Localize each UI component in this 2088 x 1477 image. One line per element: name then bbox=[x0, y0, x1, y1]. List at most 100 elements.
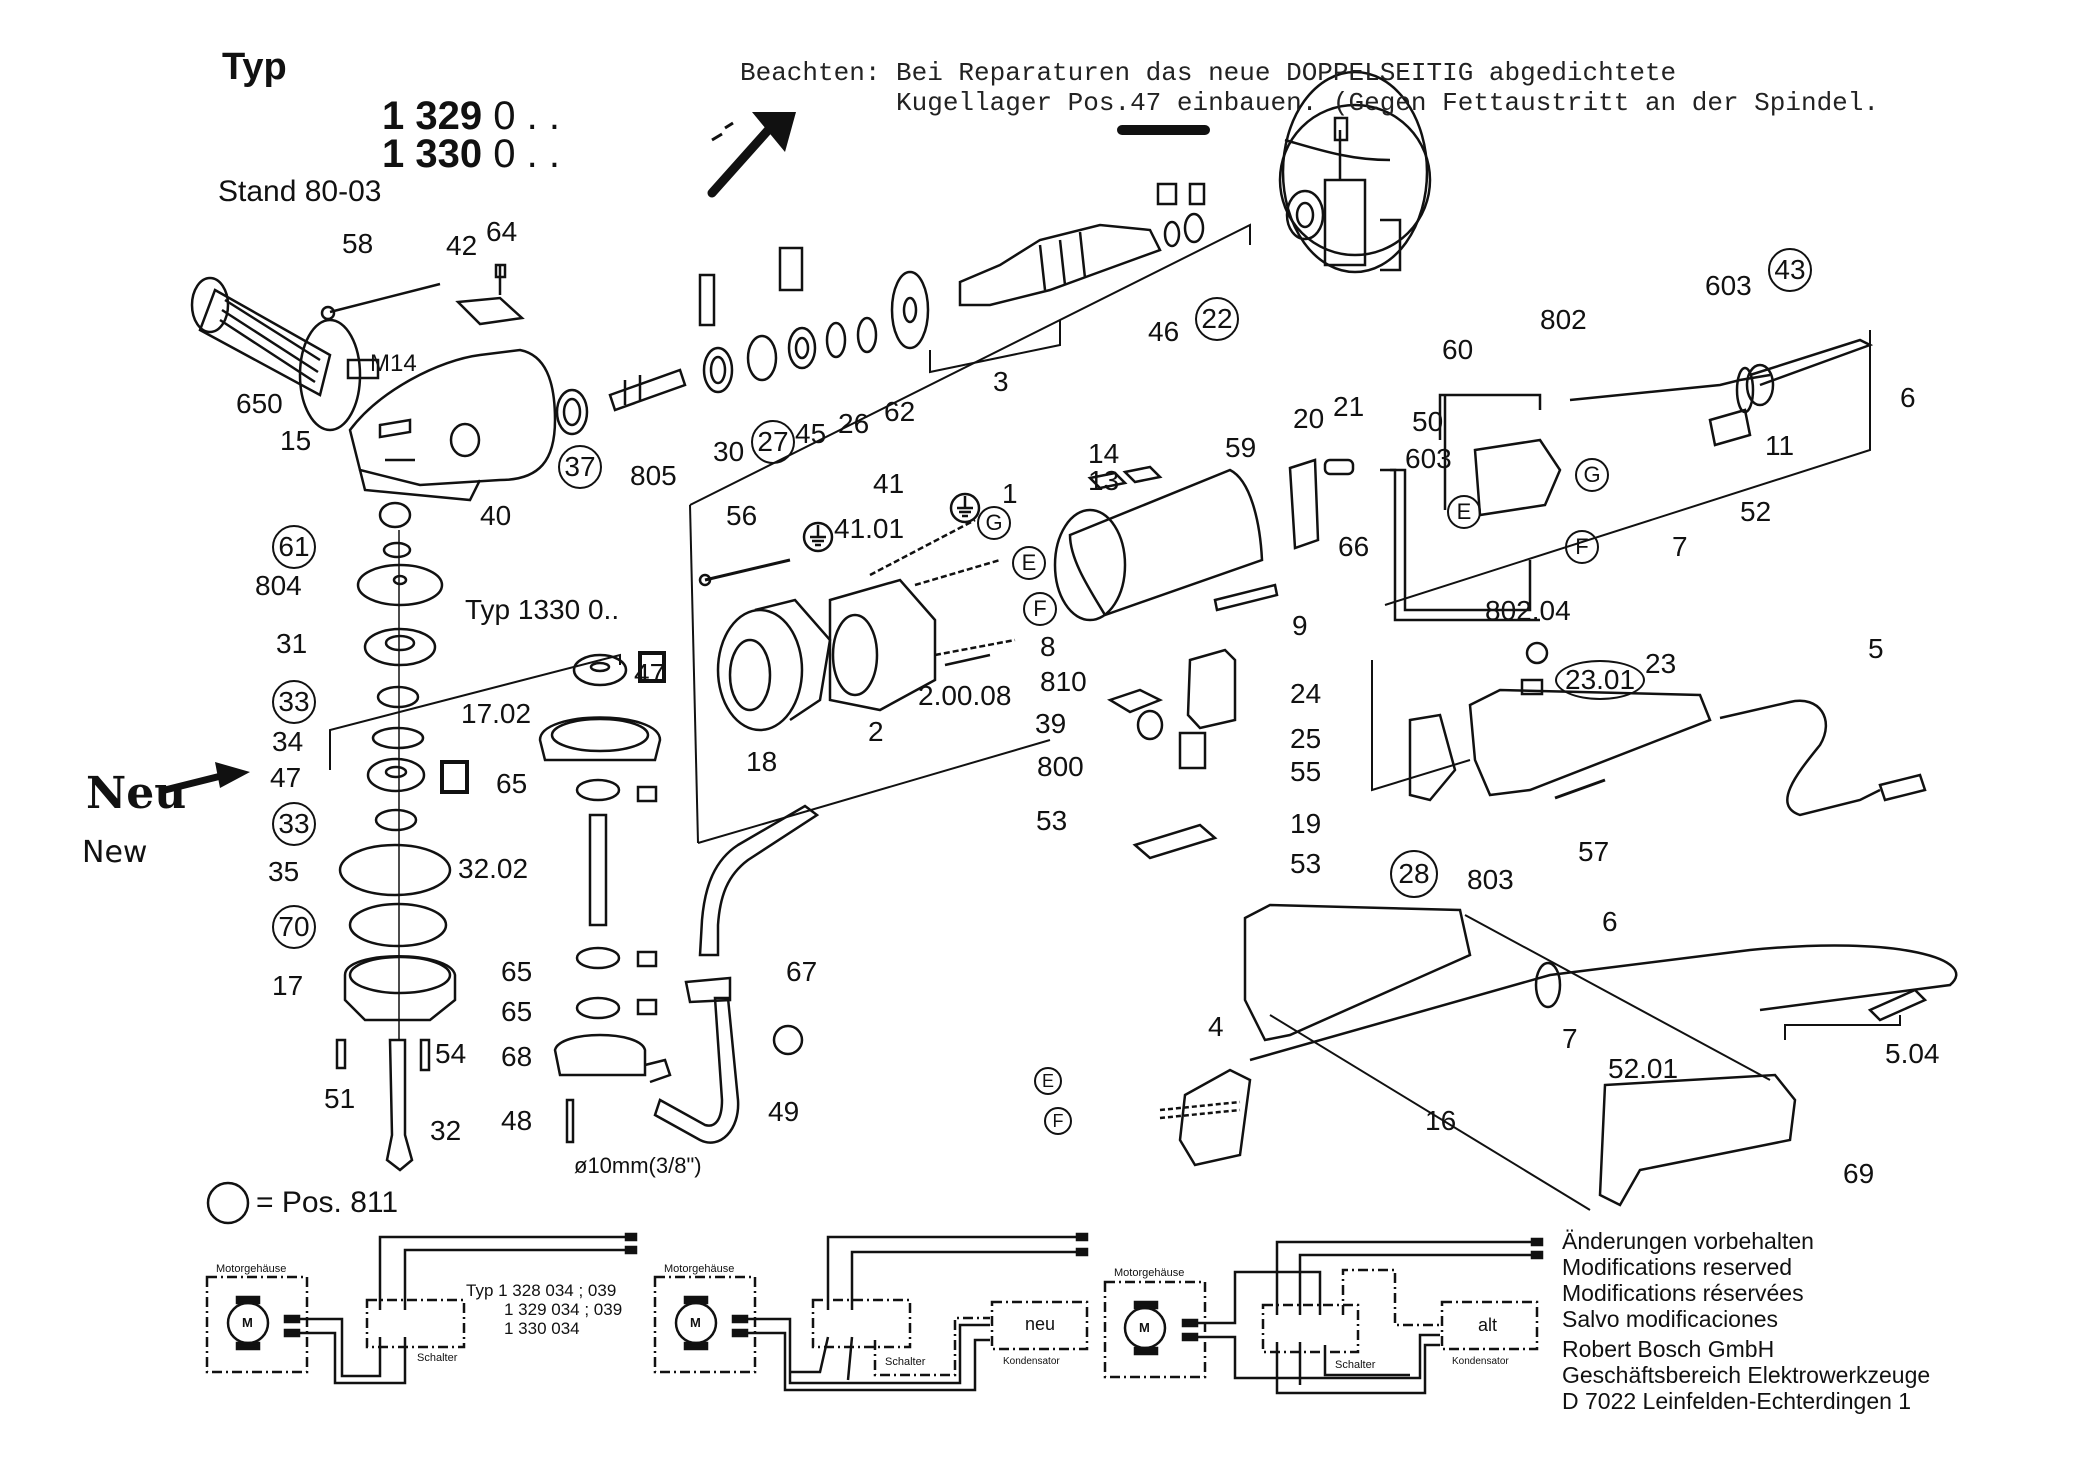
part-label-17: 17 bbox=[272, 970, 304, 1001]
part-label-16: 16 bbox=[1425, 1105, 1457, 1136]
part-label-56: 56 bbox=[726, 500, 758, 531]
part-label-32-02: 32.02 bbox=[458, 853, 529, 884]
part-label-4: 4 bbox=[1208, 1011, 1224, 1042]
part-label-67: 67 bbox=[786, 956, 818, 987]
part-label-2-00-08: 2.00.08 bbox=[918, 680, 1012, 711]
part-label-805: 805 bbox=[630, 460, 677, 491]
legend-pos-811: = Pos. 811 bbox=[256, 1186, 399, 1219]
part-label-70: 70 bbox=[272, 905, 316, 949]
part-label-603: 603 bbox=[1405, 443, 1452, 474]
wiring-2-capacitor-new: neu bbox=[1025, 1314, 1056, 1334]
gear-housing-drawing bbox=[348, 348, 557, 502]
part-label-34: 34 bbox=[272, 726, 304, 757]
handwritten-neu: Neu bbox=[86, 768, 187, 819]
part-label-7-lower: 7 bbox=[1562, 1023, 1578, 1054]
part-label-66: 66 bbox=[1338, 531, 1370, 562]
part-label-650: 650 bbox=[236, 388, 283, 419]
wiring-1-types-line-1: Typ 1 328 034 ; 039 bbox=[466, 1281, 617, 1300]
part-label-53-b: 53 bbox=[1290, 848, 1322, 879]
rear-housing-drawing bbox=[1408, 688, 1712, 802]
part-label-40: 40 bbox=[480, 500, 512, 531]
connector-f: F bbox=[1565, 530, 1599, 564]
footer-block: Änderungen vorbehalten Modifications res… bbox=[1562, 1228, 1930, 1414]
part-label-24: 24 bbox=[1290, 678, 1322, 709]
footer-line-changes-en: Modifications reserved bbox=[1562, 1254, 1793, 1280]
wiring-3-motor-housing: Motorgehäuse bbox=[1114, 1267, 1185, 1279]
part-label-43: 43 bbox=[1768, 248, 1812, 292]
revision-stand: Stand 80-03 bbox=[218, 175, 382, 208]
part-label-8: 8 bbox=[1040, 631, 1056, 662]
footer-company: Robert Bosch GmbH bbox=[1562, 1336, 1775, 1362]
part-label-22: 22 bbox=[1195, 297, 1239, 341]
footer-line-changes-de: Änderungen vorbehalten bbox=[1562, 1228, 1814, 1254]
part-label-7: 7 bbox=[1672, 531, 1688, 562]
part-label-25: 25 bbox=[1290, 723, 1322, 754]
detail-inset-circle bbox=[1278, 70, 1432, 274]
part-label-31: 31 bbox=[276, 628, 308, 659]
part-label-14: 14 bbox=[1088, 438, 1120, 469]
part-label-47: 47 bbox=[270, 762, 302, 793]
part-label-41-01: 41.01 bbox=[834, 513, 905, 544]
side-handle-drawing bbox=[190, 276, 380, 432]
part-label-58: 58 bbox=[342, 228, 374, 259]
wiring-3-motor-symbol: M bbox=[1139, 1320, 1150, 1335]
part-label-39: 39 bbox=[1035, 708, 1067, 739]
part-label-46: 46 bbox=[1148, 316, 1180, 347]
wiring-3-capacitor-old: alt bbox=[1478, 1315, 1498, 1335]
typ-heading: Typ bbox=[222, 46, 287, 88]
hose-drawing bbox=[653, 804, 820, 1144]
part-label-1: 1 bbox=[1002, 478, 1018, 509]
part-label-60: 60 bbox=[1442, 334, 1474, 365]
wiring-1-switch: Schalter bbox=[417, 1352, 458, 1364]
wiring-2-capacitor: Kondensator bbox=[1003, 1356, 1060, 1367]
part-label-65-c: 65 bbox=[501, 996, 533, 1027]
part-label-13: 13 bbox=[1088, 465, 1120, 496]
thread-label: M14 bbox=[370, 350, 417, 377]
part-label-11: 11 bbox=[1765, 430, 1795, 461]
type-number-bold: 1 329 bbox=[382, 94, 483, 138]
connector-e-stator: E bbox=[1012, 546, 1046, 580]
part-label-18: 18 bbox=[746, 746, 778, 777]
part-label-804: 804 bbox=[255, 570, 302, 601]
part-label-32: 32 bbox=[430, 1115, 462, 1146]
part-label-57: 57 bbox=[1578, 836, 1610, 867]
wiring-2-motor-symbol: M bbox=[690, 1315, 701, 1330]
part-label-802: 802 bbox=[1540, 304, 1587, 335]
part-label-27: 27 bbox=[751, 420, 795, 464]
part-label-45: 45 bbox=[795, 418, 827, 449]
type-number-suffix: 0 . . bbox=[493, 132, 560, 176]
part-label-810: 810 bbox=[1040, 666, 1087, 697]
part-label-603-b: 603 bbox=[1705, 270, 1752, 301]
part-label-2: 2 bbox=[868, 716, 884, 747]
part-label-49: 49 bbox=[768, 1096, 800, 1127]
part-label-9: 9 bbox=[1292, 610, 1308, 641]
part-label-23-01: 23.01 bbox=[1555, 660, 1646, 700]
type-number-bold: 1 330 bbox=[382, 132, 483, 176]
handwritten-new: New bbox=[82, 835, 148, 870]
part-label-50: 50 bbox=[1412, 406, 1444, 437]
sub-type-label: Typ 1330 0.. bbox=[465, 594, 620, 625]
type-number-suffix: 0 . . bbox=[493, 94, 560, 138]
part-label-61: 61 bbox=[272, 525, 316, 569]
part-label-64: 64 bbox=[486, 216, 518, 247]
connector-g-stator: G bbox=[977, 506, 1011, 540]
wiring-1-types-line-2: 1 329 034 ; 039 bbox=[504, 1300, 623, 1319]
part-label-52-01: 52.01 bbox=[1608, 1053, 1679, 1084]
part-label-6-lower: 6 bbox=[1602, 906, 1618, 937]
part-label-19: 19 bbox=[1290, 808, 1322, 839]
repair-note-line-1: Beachten: Bei Reparaturen das neue DOPPE… bbox=[740, 58, 1677, 88]
part-label-55: 55 bbox=[1290, 756, 1322, 787]
part-label-23: 23 bbox=[1645, 648, 1677, 679]
part-label-47-typ1330: 47 bbox=[634, 658, 666, 689]
wiring-2-motor-housing: Motorgehäuse bbox=[664, 1263, 735, 1275]
connector-f-lower: F bbox=[1044, 1107, 1072, 1135]
part-label-54: 54 bbox=[435, 1038, 467, 1069]
part-label-37: 37 bbox=[558, 445, 602, 489]
part-label-26: 26 bbox=[838, 408, 870, 439]
handwritten-arrow-icon bbox=[707, 123, 775, 198]
part-label-52: 52 bbox=[1740, 496, 1772, 527]
part-label-800: 800 bbox=[1037, 751, 1084, 782]
part-label-17-02: 17.02 bbox=[461, 698, 532, 729]
connector-e: E bbox=[1447, 495, 1481, 529]
